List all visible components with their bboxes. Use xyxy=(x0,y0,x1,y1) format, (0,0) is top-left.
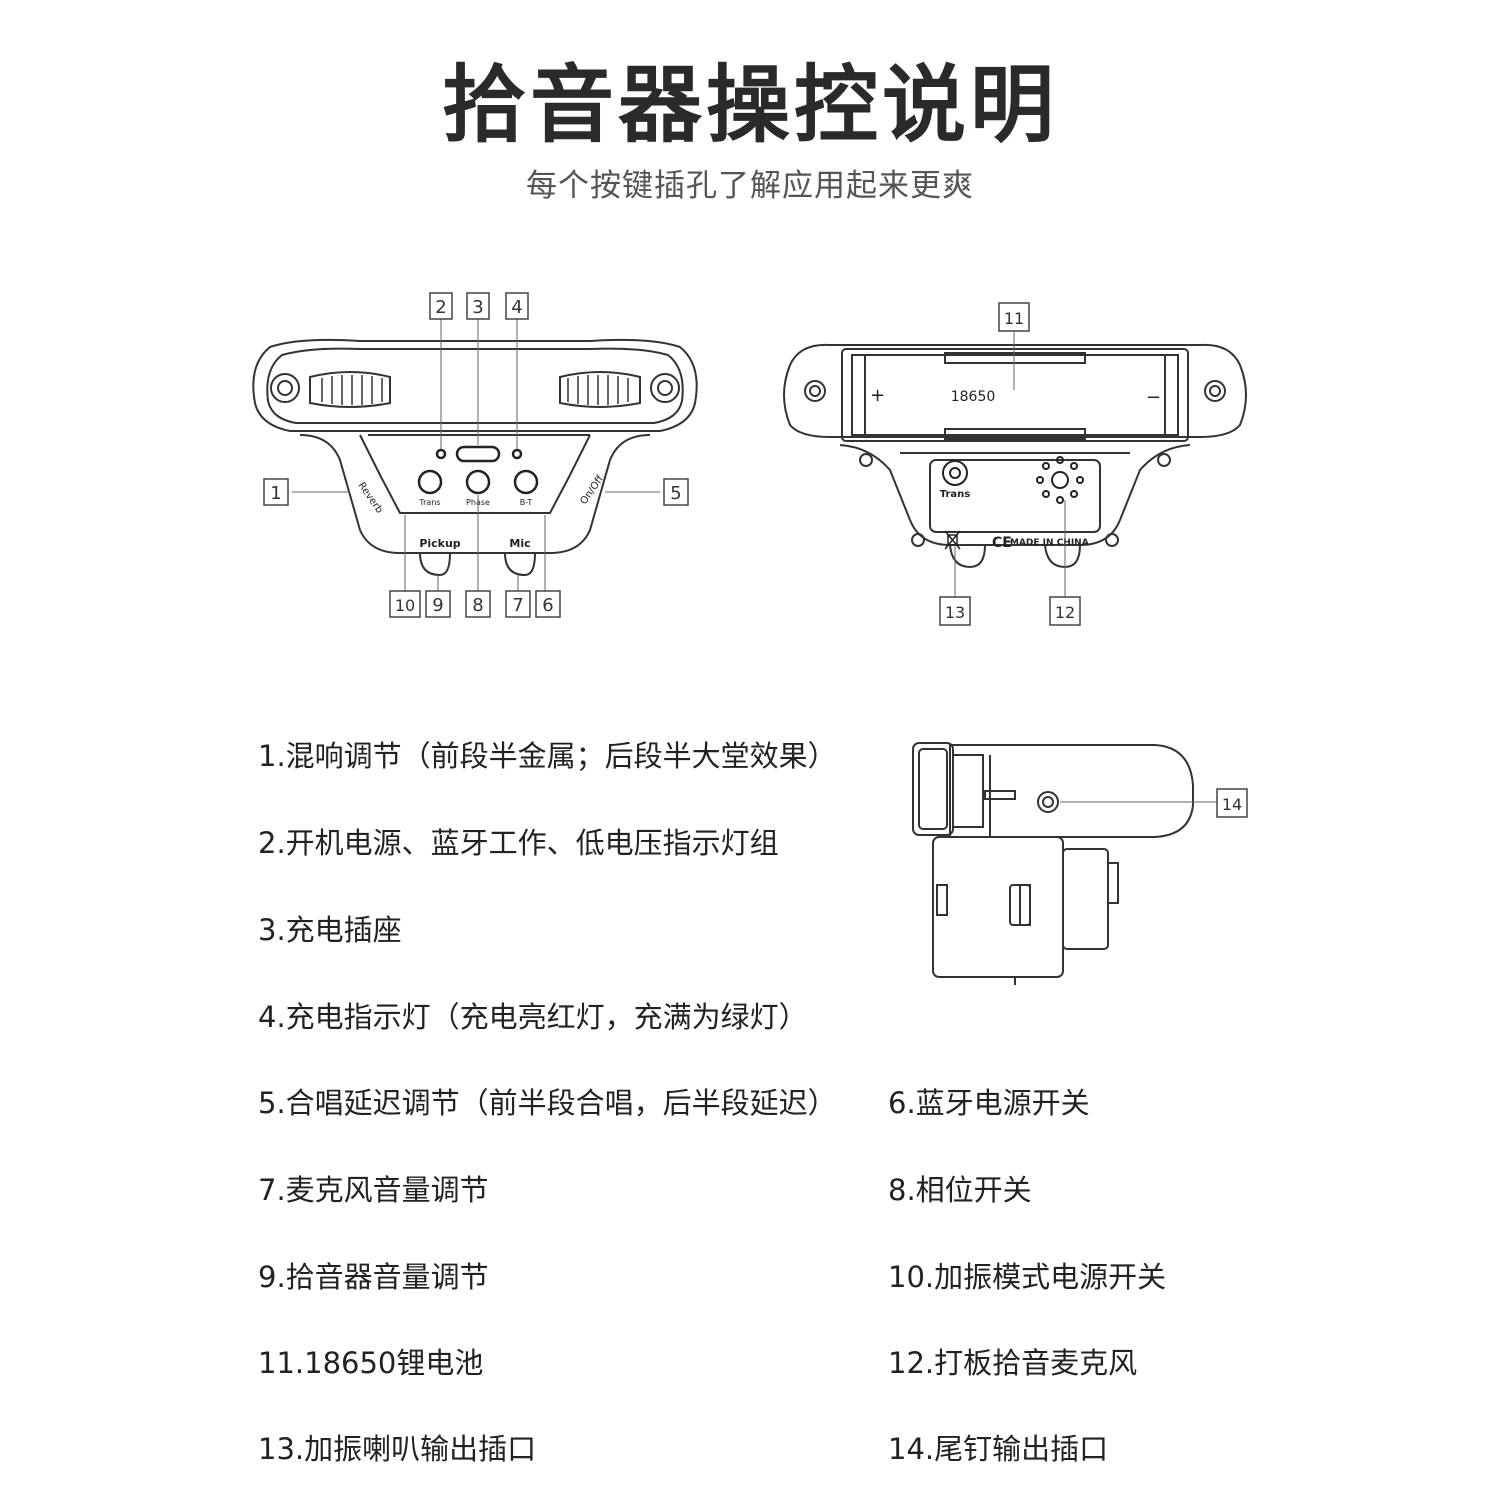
page-subtitle: 每个按键插孔了解应用起来更爽 xyxy=(526,168,974,204)
svg-text:2: 2 xyxy=(435,297,446,318)
trans-output-jack xyxy=(942,460,968,486)
front-view-diagram: Trans Phase B-T Pickup Mic Reverb On/Off… xyxy=(252,292,698,618)
svg-text:7: 7 xyxy=(512,595,523,616)
svg-text:14: 14 xyxy=(1222,795,1242,814)
callout-13: 13 xyxy=(939,596,971,626)
right-mount-screw xyxy=(1204,380,1226,402)
callout-6: 6 xyxy=(535,590,561,618)
device-lower-body xyxy=(299,434,651,554)
mic-holes xyxy=(1036,456,1084,504)
spec-item-8: 8.相位开关 xyxy=(888,1173,1032,1207)
svg-text:6: 6 xyxy=(542,595,553,616)
minus-label: − xyxy=(1146,387,1161,408)
svg-text:10: 10 xyxy=(395,596,415,615)
callout-3: 3 xyxy=(466,292,490,320)
reverb-label: Reverb xyxy=(356,480,385,515)
device-lower-body xyxy=(839,444,1191,546)
trans-label: Trans xyxy=(418,498,440,507)
callout-7: 7 xyxy=(505,590,531,618)
spec-item-14: 14.尾钉输出插口 xyxy=(888,1432,1109,1466)
svg-text:4: 4 xyxy=(511,297,522,318)
spec-item-10: 10.加振模式电源开关 xyxy=(888,1260,1167,1294)
spec-item-6: 6.蓝牙电源开关 xyxy=(888,1086,1090,1120)
charge-indicator-led xyxy=(511,448,523,460)
callout-4: 4 xyxy=(505,292,529,320)
bt-button xyxy=(513,469,539,495)
right-mount-screw xyxy=(650,373,680,403)
spec-item-13: 13.加振喇叭输出插口 xyxy=(258,1432,537,1466)
callout-8: 8 xyxy=(465,590,491,618)
trans-button xyxy=(417,469,443,495)
spec-item-12: 12.打板拾音麦克风 xyxy=(888,1346,1138,1380)
made-in-label: MADE IN CHINA xyxy=(1010,538,1089,548)
battery-label: 18650 xyxy=(951,389,996,405)
svg-text:11: 11 xyxy=(1004,309,1024,328)
mic-label: Mic xyxy=(509,537,530,550)
page-title: 拾音器操控说明 xyxy=(441,56,1058,154)
indicator-led xyxy=(435,448,447,460)
callout-11: 11 xyxy=(998,302,1030,332)
spec-item-5: 5.合唱延迟调节（前半段合唱，后半段延迟） xyxy=(258,1086,837,1120)
callout-1: 1 xyxy=(263,478,289,506)
tail-output-jack xyxy=(1037,791,1059,813)
phase-button xyxy=(465,469,491,495)
left-mount-screw xyxy=(270,373,300,403)
left-mount-screw xyxy=(804,380,826,402)
ce-mark: CE xyxy=(992,535,1012,551)
svg-text:9: 9 xyxy=(432,595,443,616)
pickup-label: Pickup xyxy=(419,537,460,550)
weee-icon xyxy=(944,530,961,550)
plus-label: + xyxy=(870,385,885,406)
lower-housing xyxy=(932,836,1064,978)
callout-12: 12 xyxy=(1049,596,1081,626)
svg-text:13: 13 xyxy=(945,603,965,622)
tail-body xyxy=(949,744,1194,838)
charging-port xyxy=(455,445,501,463)
svg-text:5: 5 xyxy=(670,483,681,504)
spec-item-11: 11.18650锂电池 xyxy=(258,1346,484,1380)
callout-5: 5 xyxy=(663,478,689,506)
callout-14: 14 xyxy=(1216,788,1248,818)
svg-text:12: 12 xyxy=(1055,603,1075,622)
callout-10: 10 xyxy=(389,590,421,618)
svg-text:8: 8 xyxy=(472,595,483,616)
bt-label: B-T xyxy=(520,498,533,507)
spec-item-2: 2.开机电源、蓝牙工作、低电压指示灯组 xyxy=(258,826,779,860)
spec-item-7: 7.麦克风音量调节 xyxy=(258,1173,489,1207)
spec-item-3: 3.充电插座 xyxy=(258,913,402,947)
svg-text:3: 3 xyxy=(472,297,483,318)
device-top-bar xyxy=(252,338,698,432)
callout-9: 9 xyxy=(425,590,451,618)
svg-text:1: 1 xyxy=(270,483,281,504)
side-view-diagram: 14 xyxy=(912,742,1248,985)
back-view-diagram: 18650 + − Trans CE MADE IN CHINA 11 13 1… xyxy=(783,302,1247,626)
spec-item-4: 4.充电指示灯（充电亮红灯，充满为绿灯） xyxy=(258,1000,808,1034)
callout-2: 2 xyxy=(429,292,453,320)
spec-item-9: 9.拾音器音量调节 xyxy=(258,1260,489,1294)
spec-item-1: 1.混响调节（前段半金属；后段半大堂效果） xyxy=(258,739,837,773)
trans-label: Trans xyxy=(940,489,971,500)
battery-compartment xyxy=(841,348,1189,442)
